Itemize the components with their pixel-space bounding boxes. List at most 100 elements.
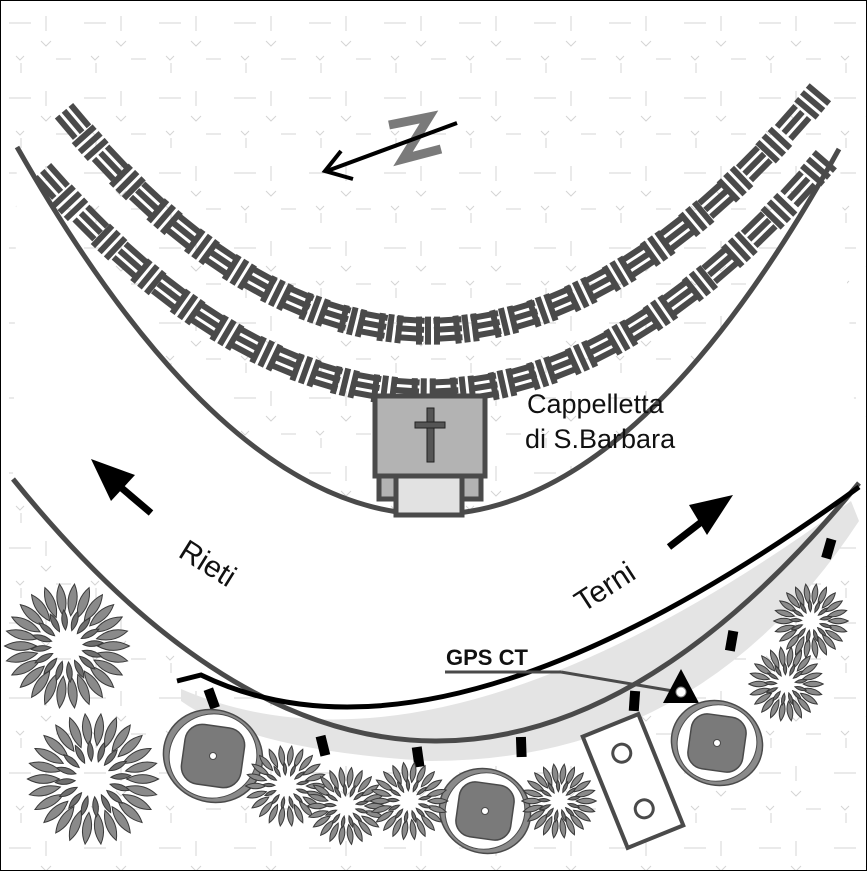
stone	[760, 205, 785, 230]
leaf	[43, 800, 69, 824]
leaf	[354, 808, 369, 814]
leaf	[555, 778, 561, 793]
stone-group	[681, 265, 719, 303]
leaf	[282, 761, 288, 776]
stone	[203, 256, 231, 278]
stone	[691, 200, 715, 226]
leaf	[403, 810, 409, 824]
tree-trunk	[481, 807, 489, 815]
gps-station[interactable]: GPS CT	[445, 645, 699, 703]
leaf	[785, 592, 801, 609]
leaf	[565, 815, 576, 836]
leaf	[80, 795, 89, 817]
stone-group	[601, 255, 637, 292]
leaf	[346, 766, 354, 789]
stone	[51, 184, 76, 208]
stone	[716, 178, 741, 203]
leaf	[286, 744, 294, 767]
gps-triangle-icon	[663, 669, 699, 703]
stone	[657, 294, 679, 322]
guardrail-post	[515, 736, 527, 758]
leaf	[811, 583, 819, 606]
stone	[298, 292, 314, 321]
leaf	[780, 692, 786, 706]
leaf	[34, 653, 54, 664]
stone	[805, 83, 832, 106]
stone-group	[169, 288, 206, 326]
leaf	[31, 634, 53, 643]
terni-direction-arrow-icon	[666, 495, 733, 550]
stone	[654, 230, 676, 257]
leaf	[340, 815, 346, 829]
stone	[200, 302, 227, 323]
stone	[632, 322, 660, 343]
leaf	[333, 786, 342, 799]
leaf	[68, 716, 82, 749]
leaf	[769, 698, 780, 719]
leaf	[418, 795, 432, 801]
leaf	[348, 814, 354, 829]
leaf	[526, 809, 546, 822]
stone	[563, 284, 582, 313]
leaf	[103, 749, 118, 767]
stone	[190, 317, 218, 338]
leaf	[96, 641, 131, 651]
guardrail-post	[628, 690, 641, 712]
stone-group	[166, 214, 204, 251]
leaf	[329, 769, 339, 790]
stone-group	[639, 230, 676, 267]
stone	[97, 229, 121, 255]
stone	[753, 224, 778, 249]
leaf	[792, 670, 804, 679]
leaf	[78, 655, 96, 670]
leaf	[261, 782, 276, 788]
stone	[234, 334, 262, 353]
leaf	[788, 691, 794, 706]
stone	[195, 309, 223, 331]
leaf	[273, 765, 281, 778]
leaf	[55, 766, 77, 775]
stone	[709, 195, 735, 219]
leaf	[797, 627, 806, 639]
stone	[713, 261, 739, 285]
leaf	[5, 651, 39, 663]
chapel[interactable]	[372, 393, 488, 518]
stone	[273, 353, 302, 371]
leaf	[760, 655, 776, 672]
leaf	[753, 692, 773, 705]
stone	[98, 150, 122, 176]
leaf	[117, 734, 143, 758]
leaf	[100, 793, 112, 814]
stone	[572, 343, 590, 372]
leaf	[774, 624, 796, 633]
leaf	[109, 783, 131, 792]
stone	[39, 169, 64, 194]
stone	[257, 339, 275, 368]
stone	[123, 241, 149, 265]
leaf	[793, 685, 808, 692]
stone	[747, 217, 772, 242]
leaf	[307, 810, 329, 819]
stone	[229, 342, 258, 361]
stone-group	[774, 104, 812, 141]
leaf	[749, 687, 771, 696]
leaf	[559, 816, 567, 839]
leaf	[416, 786, 428, 796]
stone	[171, 221, 198, 244]
leaf	[539, 789, 552, 797]
stone	[678, 211, 701, 238]
leaf	[805, 629, 811, 643]
leaf	[324, 809, 338, 816]
stone	[159, 210, 183, 236]
stone-group	[108, 163, 146, 201]
stone-group	[800, 149, 837, 187]
leaf	[87, 740, 94, 763]
leaf	[58, 786, 79, 798]
leaf	[33, 748, 65, 764]
leaf	[813, 628, 819, 643]
stone	[667, 286, 694, 309]
leaf	[562, 780, 569, 794]
gps-label: GPS CT	[446, 645, 528, 670]
stone	[249, 335, 267, 364]
leaf	[572, 809, 592, 822]
